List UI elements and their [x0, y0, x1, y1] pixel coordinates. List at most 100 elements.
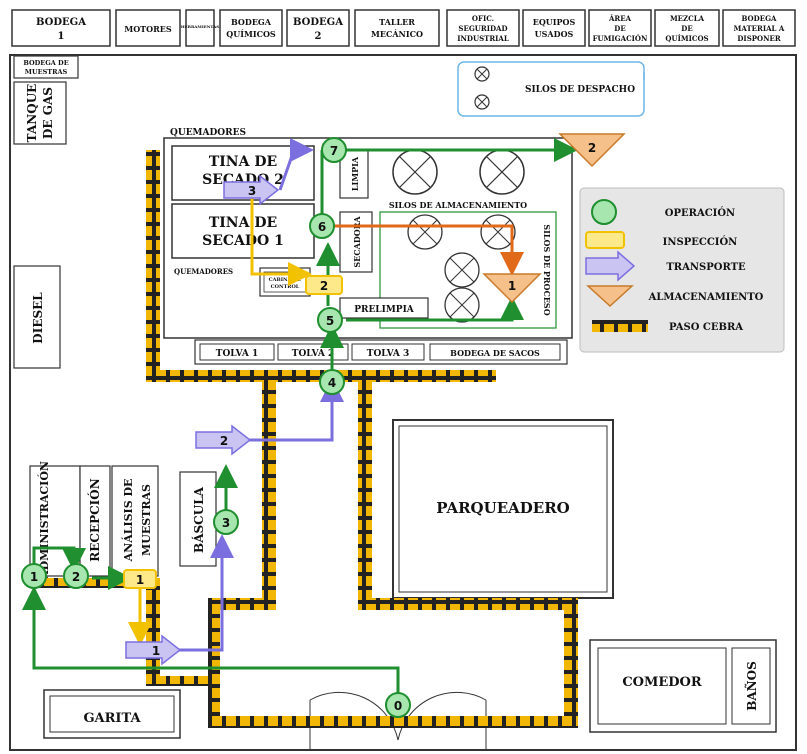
room-bodega-muestras [13, 55, 79, 79]
operation-nodes: 0 1 2 3 4 5 6 7 [21, 137, 411, 718]
flow-orange [334, 224, 524, 276]
storage-node-1-label: 1 [508, 279, 516, 293]
silo-despacho-1-x [476, 68, 488, 80]
inspection-nodes: 1 2 [123, 275, 343, 589]
room-bodega-1-label-1: BODEGA [36, 17, 86, 28]
bascula-label: BÁSCULA [191, 486, 206, 553]
analisis-label-2: MUESTRAS [140, 484, 153, 556]
room-herramientas [185, 9, 215, 47]
banos-label: BAÑOS [744, 661, 759, 711]
silo-proceso-3-x [449, 257, 475, 283]
room-disponer-label-1: BODEGA [742, 14, 778, 23]
tina1-label-1: TINA DE [209, 215, 277, 231]
tina1-label-2: SECADO 1 [202, 233, 284, 249]
legend: OPERACIÓN INSPECCIÓN TRANSPORTE ALMACENA… [579, 187, 785, 353]
diesel-label: DIESEL [31, 292, 45, 344]
insp-node-2 [305, 275, 343, 295]
administracion-label: ADMINISTRACIÓN [37, 461, 51, 580]
room-taller-label-1: TALLER [379, 17, 415, 27]
transport-node-3-label: 3 [248, 184, 256, 198]
garita-inner [49, 695, 175, 733]
top-rooms-row: BODEGA 1 MOTORES HERRAMIENTAS BODEGA QUÍ… [11, 9, 796, 47]
flow-green-1-2 [32, 546, 86, 572]
op-node-3 [213, 509, 239, 535]
room-tanque-gas [13, 81, 67, 145]
legend-storage-label: ALMACENAMIENTO [648, 292, 764, 303]
silos-proceso-label: SILOS DE PROCESO [542, 224, 552, 315]
silo-almacenamiento-2-x [486, 156, 518, 188]
parqueadero-inner [398, 425, 608, 593]
garita-label: GARITA [83, 711, 141, 726]
transport-node-3 [223, 174, 280, 206]
room-equipos-usados [522, 9, 586, 47]
room-equipos-label-2: USADOS [535, 29, 574, 39]
comedor-label: COMEDOR [622, 675, 702, 690]
op-node-2 [63, 563, 89, 589]
flow-purple-1 [176, 534, 234, 652]
room-fumigacion-label-3: FUMIGACIÓN [593, 34, 648, 43]
transport-node-1 [125, 634, 182, 666]
room-seguridad-label-3: INDUSTRIAL [457, 34, 509, 43]
flow-green-0-1 [22, 586, 400, 705]
transport-node-1-label: 1 [152, 644, 160, 658]
recepcion-label: RECEPCIÓN [86, 478, 102, 561]
tolva-3-label: TOLVA 3 [367, 349, 409, 359]
storage-node-2 [558, 133, 626, 168]
op-node-2-label: 2 [72, 570, 80, 584]
room-seguridad-label-2: SEGURIDAD [458, 24, 507, 33]
room-analisis-muestras [111, 465, 159, 577]
room-bodega-quimicos-label-2: QUÍMICOS [226, 29, 276, 39]
zebra-seg-6 [564, 598, 578, 728]
op-node-6 [309, 213, 335, 239]
insp-node-1 [123, 569, 157, 589]
storage-node-1 [482, 273, 542, 304]
room-mezcla-quimicos [654, 9, 720, 47]
zebra-seg-12 [146, 676, 214, 686]
room-garita [43, 689, 181, 739]
room-motores [115, 9, 181, 47]
tolva-1-label: TOLVA 1 [216, 349, 258, 359]
tanque-gas-label-1: TANQUE [25, 84, 39, 143]
zebra-seg-7 [208, 598, 276, 610]
op-node-1-label: 1 [30, 570, 38, 584]
transport-node-2-label: 2 [220, 434, 228, 448]
room-bodega-quimicos [219, 9, 283, 47]
legend-operation-icon [591, 199, 617, 225]
room-fumigacion-label-1: ÁREA [608, 14, 632, 23]
room-mezcla-label-2: DE [681, 24, 692, 33]
silos-despacho-label: SILOS DE DESPACHO [525, 85, 635, 95]
bodega-sacos-box [429, 343, 561, 361]
tina2-label-1: TINA DE [209, 154, 277, 170]
bodega-sacos-label: BODEGA DE SACOS [450, 348, 540, 358]
room-bodega-1-label-2: 1 [58, 31, 65, 42]
silo-proceso-2-x [485, 219, 511, 245]
op-node-4-label: 4 [328, 376, 336, 390]
transport-node-2 [195, 424, 252, 456]
storage-node-2-label: 2 [588, 141, 596, 155]
room-bodega-2-label-1: BODEGA [293, 17, 343, 28]
cabina-label-1: CABINA DE [269, 277, 302, 283]
bodega-muestras-label-1: BODEGA DE [23, 59, 68, 67]
parqueadero-label: PARQUEADERO [436, 499, 569, 517]
room-herramientas-label: HERRAMIENTAS [181, 24, 219, 29]
op-node-5 [317, 307, 343, 333]
zebra-seg-10 [30, 578, 160, 588]
quemadores-top-label: QUEMADORES [170, 128, 246, 138]
zebra-seg-9 [208, 716, 578, 728]
zebra-seg-3 [262, 370, 276, 600]
op-node-0-label: 0 [394, 699, 402, 713]
site-boundary [9, 54, 797, 751]
silos-proceso-area [379, 211, 557, 329]
room-seguridad-label-1: OFIC. [472, 14, 494, 23]
room-mezcla-label-3: QUÍMICOS [665, 34, 708, 43]
secadora-box [339, 211, 373, 273]
analisis-label-1: ANÁLISIS DE [121, 479, 135, 563]
flow-purple-3 [278, 138, 314, 191]
legend-transport-icon [585, 250, 636, 282]
room-comedor [589, 639, 777, 733]
op-node-1 [21, 563, 47, 589]
room-bodega-quimicos-label-1: BODEGA [231, 17, 272, 27]
op-node-6-label: 6 [318, 220, 326, 234]
legend-inspection-label: INSPECCIÓN [663, 236, 738, 248]
